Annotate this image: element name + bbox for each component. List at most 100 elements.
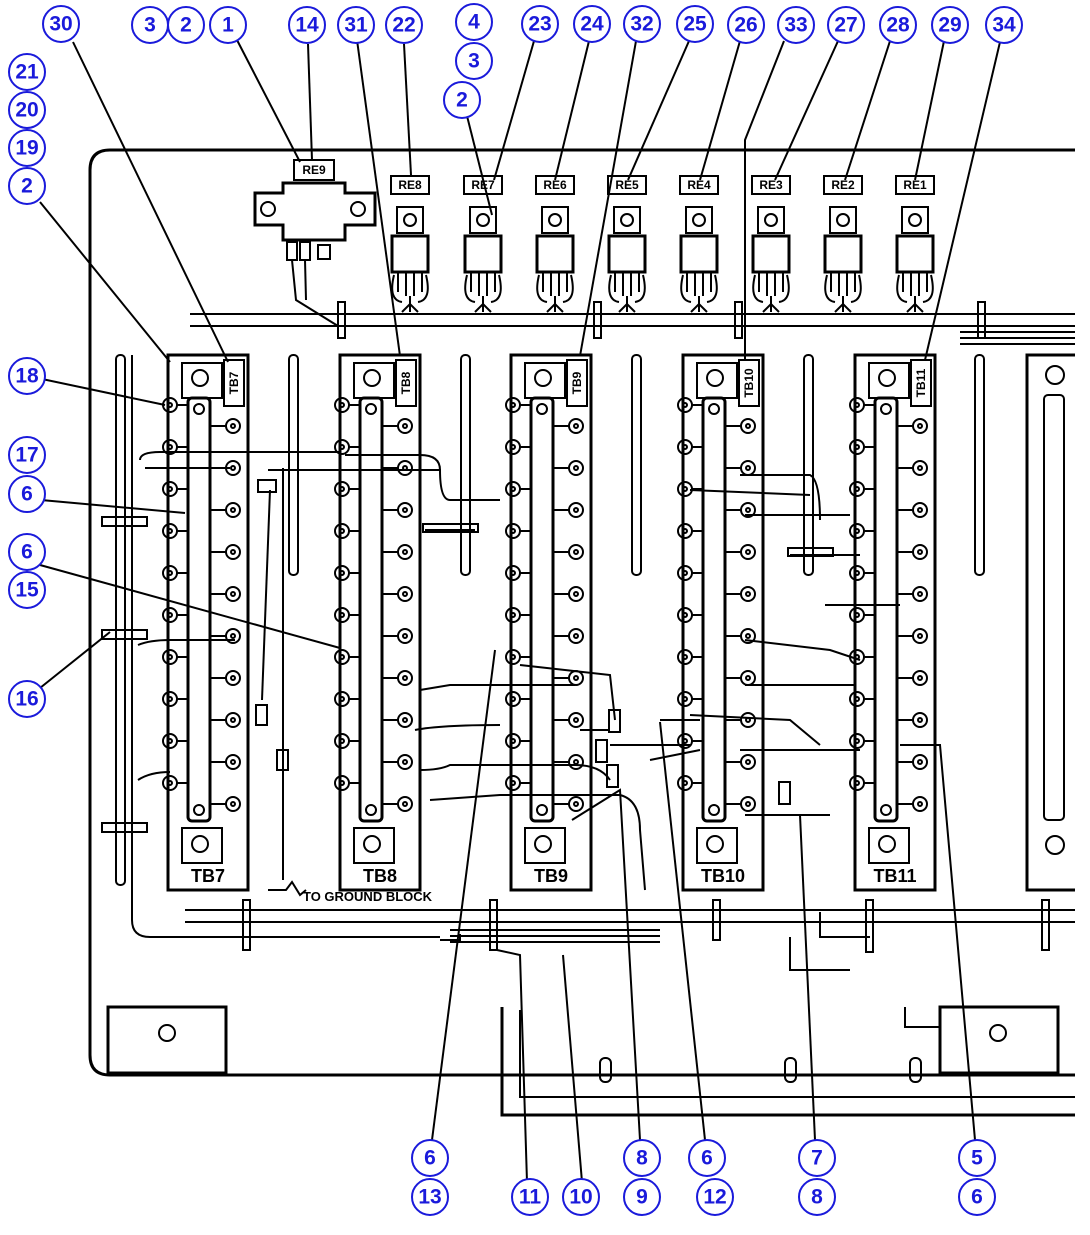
relay-re3: RE3 [751,175,791,313]
svg-text:6: 6 [21,483,33,506]
callout-3: 3 [131,6,169,44]
callout-21: 21 [8,53,46,91]
terminal-block-label: TB11 [873,866,916,886]
svg-text:RE6: RE6 [543,178,567,192]
callout-27: 27 [827,6,865,44]
slot-holes [599,1057,922,1083]
svg-text:RE1: RE1 [903,178,927,192]
svg-text:29: 29 [938,14,961,37]
callout-12: 12 [696,1178,734,1216]
svg-text:30: 30 [49,13,72,36]
callout-6d: 6 [688,1139,726,1177]
callout-29: 29 [931,6,969,44]
callout-7: 7 [798,1139,836,1177]
screw-icon [534,369,552,387]
callout-10: 10 [562,1178,600,1216]
callout-34: 34 [985,6,1023,44]
svg-text:8: 8 [811,1186,823,1209]
svg-text:34: 34 [992,14,1016,37]
svg-text:16: 16 [15,688,38,711]
svg-text:14: 14 [295,14,319,37]
callout-18: 18 [8,357,46,395]
svg-text:27: 27 [834,14,857,37]
svg-text:2: 2 [180,14,192,37]
callout-6c: 6 [411,1139,449,1177]
callouts: 3 2 1 14 31 22 4 3 2 23 24 32 25 26 33 2… [8,3,1023,1216]
ground-block-label: TO GROUND BLOCK [303,889,433,904]
svg-text:17: 17 [15,444,38,467]
screw-icon [191,369,209,387]
screw-icon [878,835,896,853]
callout-19: 19 [8,129,46,167]
callout-33: 33 [777,6,815,44]
relay-row: RE8 RE7 RE6 RE5 RE4 RE3 RE2 RE1 [390,175,935,313]
svg-text:23: 23 [528,13,551,36]
relay-re9: RE9 [253,159,377,327]
svg-text:10: 10 [569,1186,592,1209]
terminal-block-tag: TB9 [570,371,584,394]
svg-text:15: 15 [15,579,39,602]
diode [276,749,289,771]
svg-text:20: 20 [15,99,38,122]
callout-6a: 6 [8,475,46,513]
callout-20: 20 [8,91,46,129]
callout-4: 4 [455,3,493,41]
svg-text:13: 13 [418,1186,441,1209]
relay-re4: RE4 [679,175,719,313]
screw-icon [191,835,209,853]
callout-24: 24 [573,5,611,43]
callout-5: 5 [958,1139,996,1177]
callout-6b: 6 [8,533,46,571]
screw-icon [363,369,381,387]
cable-tie [101,822,148,833]
diode [778,781,791,805]
relay-re8-tag: RE8 [390,175,430,195]
screw-icon [878,369,896,387]
cable-tie [787,547,834,557]
relay-re5: RE5 [607,175,647,313]
svg-text:4: 4 [468,11,480,34]
svg-text:2: 2 [21,175,33,198]
callout-2c: 2 [8,167,46,205]
callout-26: 26 [727,6,765,44]
screw-icon [548,213,562,227]
callout-8a: 8 [623,1139,661,1177]
svg-text:22: 22 [392,14,415,37]
terminal-block-label: TB10 [701,866,745,886]
svg-text:18: 18 [15,365,39,388]
svg-text:RE2: RE2 [831,178,855,192]
screw-icon [706,369,724,387]
relay-re5-tag: RE5 [607,175,647,195]
svg-text:3: 3 [144,14,156,37]
svg-text:12: 12 [703,1186,726,1209]
svg-text:21: 21 [15,61,39,84]
relay-re7: RE7 [463,175,503,313]
callout-28: 28 [879,6,917,44]
svg-text:26: 26 [734,14,757,37]
relay-re6: RE6 [535,175,575,313]
terminal-block-tag: TB11 [914,368,928,397]
callout-25: 25 [676,5,714,43]
callout-13: 13 [411,1178,449,1216]
svg-text:33: 33 [784,14,807,37]
screw-icon [620,213,634,227]
svg-text:6: 6 [701,1147,713,1170]
relay-re7-tag: RE7 [463,175,503,195]
svg-text:RE5: RE5 [615,178,639,192]
cable-tie [101,516,148,527]
ground-block-note: TO GROUND BLOCK [268,880,433,904]
terminal-block-tag: TB8 [399,371,413,394]
screw-icon [350,201,366,217]
svg-text:3: 3 [468,50,480,73]
callout-17: 17 [8,436,46,474]
callout-3b: 3 [455,42,493,80]
cross-wiring [137,451,900,891]
svg-text:RE3: RE3 [759,178,783,192]
relay-re8: RE8 [390,175,430,313]
callout-16: 16 [8,680,46,718]
